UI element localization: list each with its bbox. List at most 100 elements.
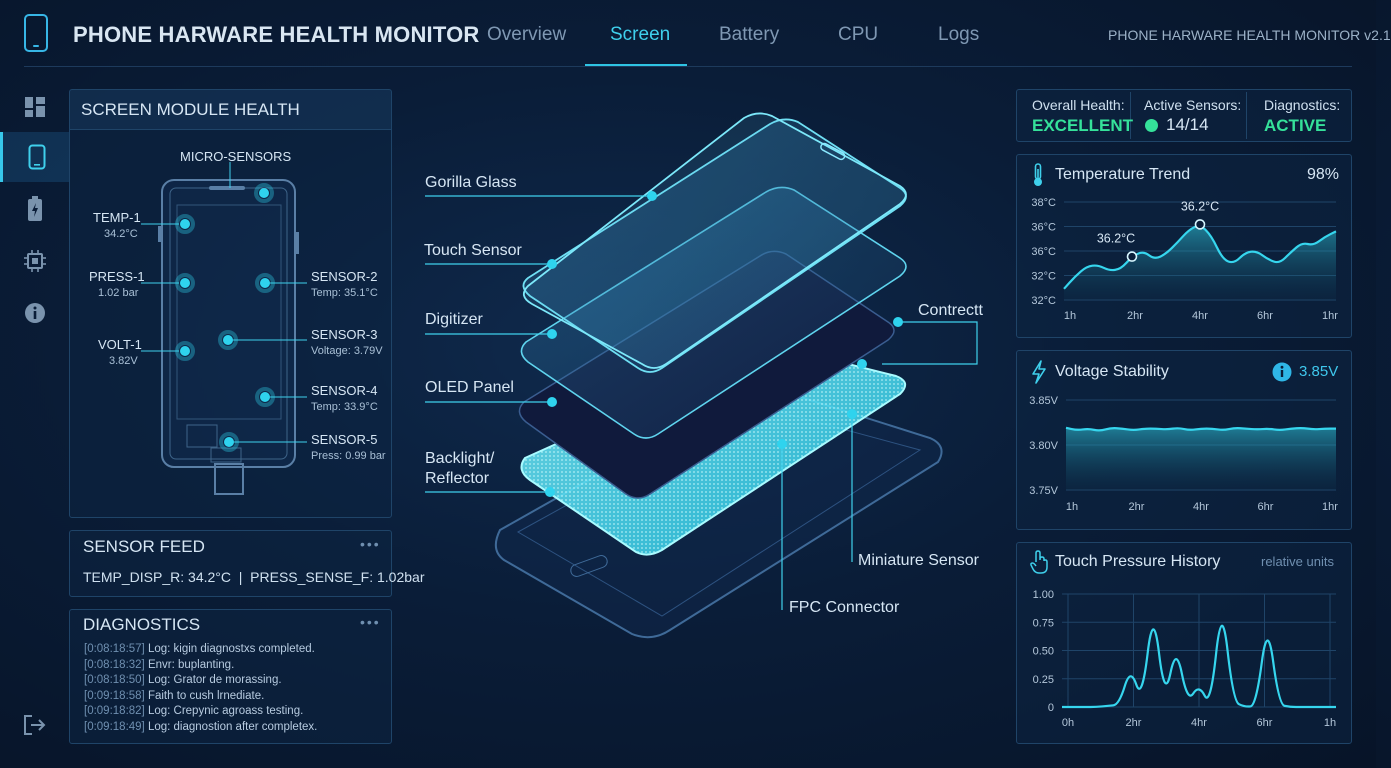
diagnostics-label: Diagnostics: (1264, 97, 1341, 113)
y-tick-label: 0.75 (1033, 617, 1054, 629)
phone-app-icon (24, 14, 48, 52)
series-line (1062, 624, 1336, 709)
series-area (1064, 226, 1336, 300)
y-tick-label: 36°C (1031, 246, 1056, 258)
y-tick-label: 32°C (1031, 295, 1056, 307)
log-line: [0:08:18:50] Log: Grator de morassing. (84, 674, 282, 686)
x-tick-label: 2hr (1126, 717, 1142, 729)
x-tick-label: 4hr (1193, 501, 1209, 513)
x-tick-label: 1h (1064, 310, 1076, 322)
layer-label-digitizer: Digitizer (425, 311, 483, 328)
tab-logs[interactable]: Logs (938, 24, 980, 45)
status-summary-panel (1016, 89, 1352, 142)
sensor-feed-title: SENSOR FEED (83, 537, 205, 556)
sidebar-item-screen[interactable] (0, 132, 70, 182)
micro-sensors-label: MICRO-SENSORS (180, 149, 292, 164)
sidebar-item-logout[interactable] (0, 700, 70, 750)
x-tick-label: 2hr (1129, 501, 1145, 513)
thermometer-icon (1034, 163, 1042, 186)
active-sensors-label: Active Sensors: (1144, 97, 1242, 113)
diagnostics-value: ACTIVE (1264, 116, 1327, 135)
annotation-label: 36.2°C (1097, 232, 1135, 246)
x-tick-label: 1h (1324, 717, 1336, 729)
sensor-temp1-name: TEMP-1 (93, 210, 141, 225)
x-tick-label: 1h (1066, 501, 1078, 513)
overall-health-value: EXCELLENT (1032, 116, 1134, 135)
annotation-marker (1194, 219, 1206, 230)
overall-health-label: Overall Health: (1032, 97, 1125, 113)
series-line (1063, 225, 1337, 290)
log-line: [0:09:18:58] Faith to cush lrnediate. (84, 690, 265, 702)
sensor-temp1-value: 34.2°C (104, 228, 138, 240)
active-tab-indicator (585, 64, 687, 67)
touch-pressure-panel (1016, 542, 1352, 744)
x-tick-label: 1hr (1322, 501, 1338, 513)
sensor-2-name: SENSOR-2 (311, 269, 378, 284)
phone-sensor-diagram (141, 162, 307, 495)
y-tick-label: 38°C (1031, 197, 1056, 209)
diagnostics-panel (69, 609, 392, 744)
panel-header (70, 90, 391, 130)
sensor-3-name: SENSOR-3 (311, 327, 378, 342)
tab-overview[interactable]: Overview (487, 24, 567, 45)
annotation-marker (1126, 251, 1138, 262)
y-tick-label: 36°C (1031, 222, 1056, 234)
logout-icon (24, 715, 46, 735)
sensor-5-name: SENSOR-5 (311, 432, 378, 447)
sidebar-item-info[interactable] (0, 288, 70, 338)
x-tick-label: 4hr (1191, 717, 1207, 729)
exploded-screen-diagram (425, 112, 978, 639)
series-line (1065, 426, 1336, 432)
status-ok-dot-icon (1145, 119, 1158, 132)
tab-battery[interactable]: Battery (719, 24, 780, 45)
chip-icon (24, 250, 46, 272)
status-divider (1130, 92, 1131, 139)
y-tick-label: 0 (1048, 702, 1054, 714)
sensor-press1-name: PRESS-1 (89, 269, 145, 284)
x-tick-label: 4hr (1192, 310, 1208, 322)
sidebar-item-dashboard[interactable] (0, 82, 70, 132)
y-tick-label: 0.25 (1033, 674, 1054, 686)
x-tick-label: 2hr (1127, 310, 1143, 322)
active-sensors-value: 14/14 (1166, 115, 1209, 134)
voltage-badge: 3.85V (1299, 363, 1339, 380)
sensor-press1-value: 1.02 bar (98, 287, 139, 299)
sensor-feed-panel (69, 530, 392, 597)
app-title: PHONE HARWARE HEALTH MONITOR (73, 22, 480, 47)
sensor-3-value: Voltage: 3.79V (311, 345, 383, 357)
sidebar-item-battery[interactable] (0, 184, 70, 234)
layer-label-miniature-sensor: Miniature Sensor (858, 552, 979, 569)
annotation-label: 36.2°C (1181, 199, 1219, 213)
version-label: PHONE HARWARE HEALTH MONITOR v2.1 (1108, 27, 1391, 43)
sensor-4-value: Temp: 33.9°C (311, 401, 378, 413)
tab-cpu[interactable]: CPU (838, 24, 879, 45)
touch-hand-icon (1030, 550, 1048, 574)
diagnostics-menu-icon[interactable]: ••• (360, 614, 381, 630)
layer-label-fpc-connector: FPC Connector (789, 599, 900, 616)
sensor-volt1-value: 3.82V (109, 355, 138, 367)
sidebar-item-cpu[interactable] (0, 236, 70, 286)
temperature-badge: 98% (1307, 166, 1340, 183)
x-tick-label: 0h (1062, 717, 1074, 729)
x-tick-label: 1hr (1322, 310, 1338, 322)
diagnostics-title: DIAGNOSTICS (83, 615, 201, 634)
screen-module-title: SCREEN MODULE HEALTH (81, 100, 300, 119)
touch-pressure-units: relative units (1261, 554, 1334, 569)
sensor-feed-line: TEMP_DISP_R: 34.2°C | PRESS_SENSE_F: 1.0… (83, 569, 425, 585)
y-tick-label: 3.80V (1029, 440, 1058, 452)
sensor-feed-menu-icon[interactable]: ••• (360, 536, 381, 552)
y-tick-label: 3.85V (1029, 395, 1058, 407)
y-tick-label: 1.00 (1033, 589, 1054, 601)
touch-pressure-title: Touch Pressure History (1055, 553, 1221, 570)
tab-screen[interactable]: Screen (610, 24, 671, 45)
status-divider (1246, 92, 1247, 139)
voltage-info-icon[interactable] (1272, 362, 1292, 382)
log-line: [0:08:18:57] Log: kigin diagnostxs compl… (84, 643, 315, 655)
phone-icon (28, 144, 45, 170)
sensor-2-value: Temp: 35.1°C (311, 287, 378, 299)
voltage-stability-title: Voltage Stability (1055, 363, 1169, 380)
x-tick-label: 6hr (1258, 501, 1274, 513)
